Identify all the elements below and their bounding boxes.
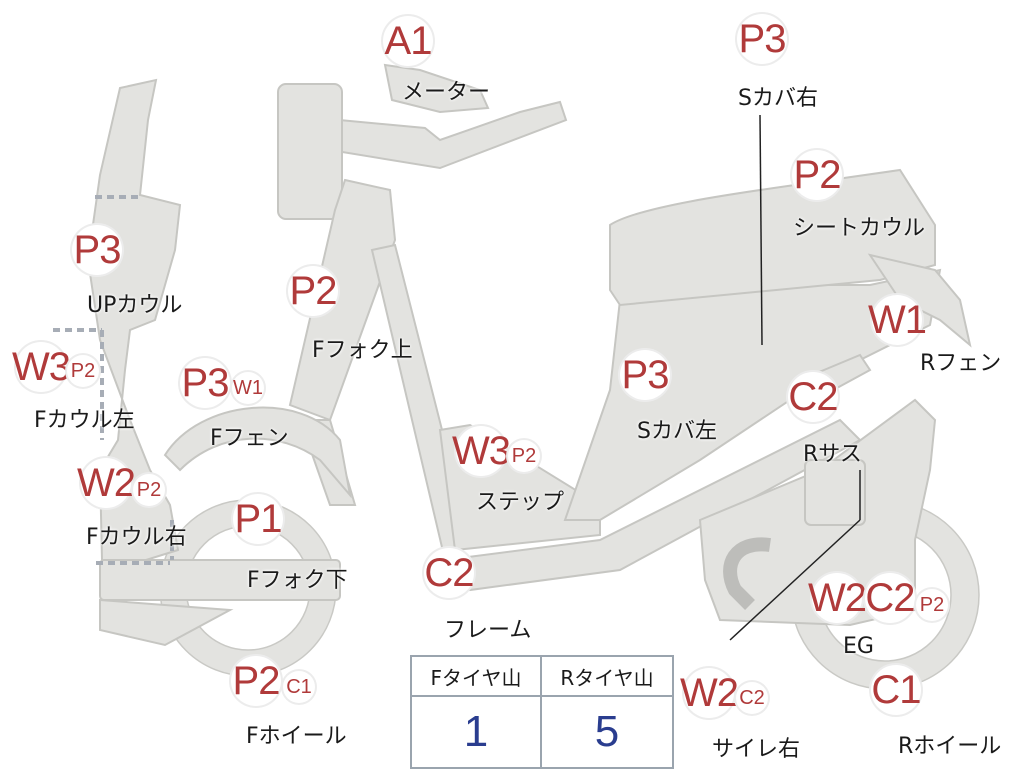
code-badge: P3 [737,14,787,64]
part-label: UPカウル [87,293,183,318]
part-label: Fカウル左 [34,408,135,433]
code-badge: P2 [508,440,540,472]
rear-tire-header: Rタイヤ山 [542,657,672,697]
code-badge: W2 [680,668,739,718]
code-badge: P1 [233,494,283,544]
code-badge: P3 [180,358,230,408]
handlebar-shape [316,100,568,170]
seat-shape [609,168,936,307]
rear-tire-value: 5 [594,707,620,756]
code-badge: C2 [424,548,475,598]
code-badge: P2 [67,355,99,387]
code-badge: A1 [383,16,433,66]
code-badge: P3 [620,350,670,400]
code-badge: P2 [916,589,948,621]
code-badge: P2 [288,266,338,316]
code-badge: P2 [133,474,165,506]
part-label: EG [843,634,874,659]
code-badge: C1 [871,665,922,715]
code-badge: W2 [77,458,136,508]
part-label: Fホイール [246,724,347,749]
part-label: Fカウル右 [86,525,187,550]
code-badge: W3 [452,426,511,476]
code-badge: W2 [808,573,867,623]
part-label: メーター [402,80,491,105]
part-label: Fフォク下 [247,568,348,593]
front-fender-shape [163,406,352,499]
part-label: Fフェン [210,426,289,451]
code-badge: P3 [72,225,122,275]
code-badge: C2 [865,573,916,623]
code-badge: P2 [231,656,281,706]
part-label: Fフォク上 [312,338,413,363]
code-badge: C1 [283,671,315,703]
code-badge: C2 [788,372,839,422]
code-badge: W3 [12,342,71,392]
tire-tread-table: Fタイヤ山 Rタイヤ山 1 5 [410,655,674,769]
part-label: シートカウル [793,216,926,241]
front-tire-value: 1 [412,697,542,767]
muffler-shape [723,537,771,610]
part-label: ステップ [476,490,565,515]
meter-shape [383,63,490,114]
part-label: Sカバ右 [738,86,818,111]
code-badge: W1 [868,295,927,345]
part-label: Rフェン [920,351,1002,376]
part-label: フレーム [444,618,532,643]
front-tire-header: Fタイヤ山 [412,657,542,697]
part-label: Rホイール [898,734,1002,759]
part-label: Rサス [803,442,862,467]
code-badge: C2 [736,682,768,714]
code-badge: P2 [792,150,842,200]
headlight-shape [277,83,343,220]
code-badge: W1 [232,372,264,404]
part-label: Sカバ左 [637,419,717,444]
part-label: サイレ右 [712,737,801,762]
front-lower-panel-shape [99,559,341,601]
